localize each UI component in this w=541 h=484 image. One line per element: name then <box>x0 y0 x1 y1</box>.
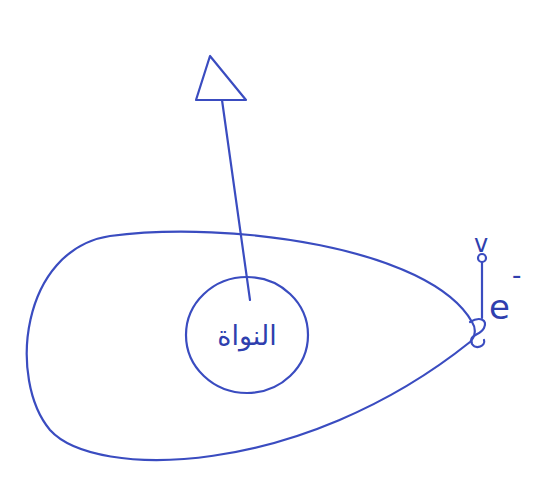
node-text: النواة <box>217 320 276 351</box>
symbol-label: v <box>474 232 488 256</box>
symbol-label: - <box>512 262 521 288</box>
electron-orbit <box>27 232 475 460</box>
nucleus-ring <box>186 277 308 393</box>
electron-symbol <box>470 319 485 347</box>
momentum-arrow-line <box>222 100 250 300</box>
nucleus-circle: النواة <box>185 276 309 394</box>
velocity-arrow <box>481 262 483 318</box>
momentum-arrow-head <box>196 56 246 100</box>
symbol-label: e <box>489 290 510 324</box>
